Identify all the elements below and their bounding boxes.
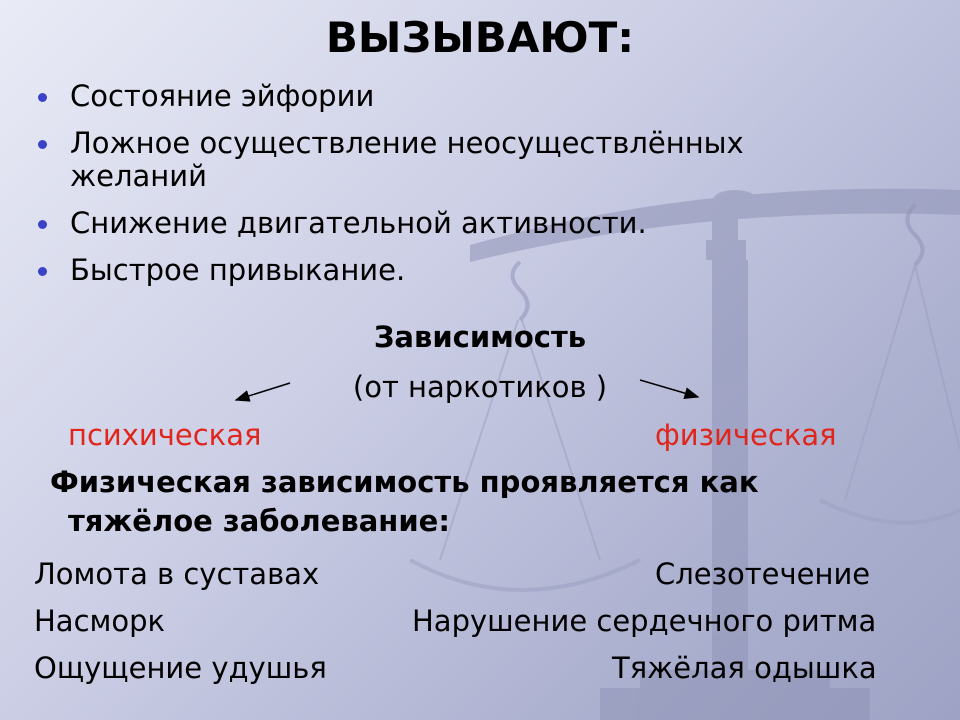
list-item: Снижение двигательной активности.: [36, 207, 870, 240]
symptom-item: Ломота в суставах: [34, 557, 320, 591]
dependence-heading: Зависимость: [373, 320, 587, 354]
physical-dependence-line1: Физическая зависимость проявляется как: [50, 465, 759, 499]
arrow-right-icon: [639, 379, 700, 399]
symptom-item: Слезотечение: [655, 557, 871, 591]
type-psychic: психическая: [68, 418, 262, 452]
list-item: Быстрое привыкание.: [36, 254, 870, 287]
slide-title: ВЫЗЫВАЮТ:: [325, 13, 635, 62]
physical-dependence-line2: тяжёлое заболевание:: [68, 504, 450, 538]
bullet-list: Состояние эйфории Ложное осуществление н…: [36, 80, 870, 301]
dependence-subheading: (от наркотиков ): [352, 370, 608, 404]
list-item: Состояние эйфории: [36, 80, 870, 113]
symptom-item: Ощущение удушья: [34, 651, 327, 685]
type-physical: физическая: [655, 418, 837, 452]
arrow-left-icon: [234, 382, 291, 402]
list-item: Ложное осуществление неосуществлённых же…: [36, 127, 830, 193]
symptom-item: Нарушение сердечного ритма: [412, 604, 877, 638]
symptom-item: Насморк: [34, 604, 166, 638]
symptom-item: Тяжёлая одышка: [612, 651, 877, 685]
